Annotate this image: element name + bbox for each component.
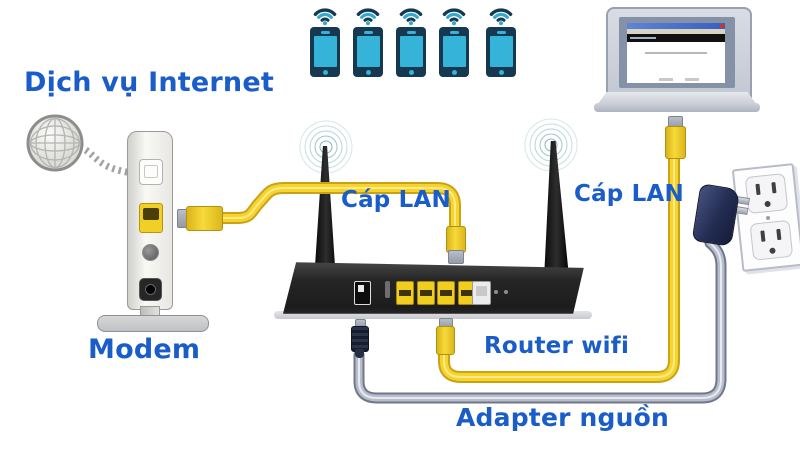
lan-port — [396, 281, 414, 305]
modem-button — [142, 244, 159, 261]
lan-port — [437, 281, 455, 305]
router-power-switch — [354, 281, 371, 305]
browser-window — [627, 23, 725, 83]
rj45-tip — [448, 250, 464, 264]
smartphone-icon — [486, 27, 516, 77]
modem-power-port — [139, 278, 162, 301]
wifi-icon — [489, 8, 513, 26]
page-button — [685, 78, 699, 81]
router-base-strip — [274, 311, 592, 319]
router-wan-port — [472, 281, 491, 305]
modem-stand-base — [97, 315, 209, 332]
page-button — [659, 78, 673, 81]
wifi-icon — [356, 8, 380, 26]
browser-titlebar — [627, 23, 725, 29]
modem-ethernet-port — [139, 203, 163, 233]
wifi-router-device — [282, 262, 584, 314]
lan-cable-label-left: Cáp LAN — [341, 187, 451, 213]
smartphone-icon — [439, 27, 469, 77]
browser-black-banner — [627, 34, 725, 42]
internet-globe-icon — [26, 114, 84, 172]
laptop-icon — [606, 7, 752, 101]
router-label: Router wifi — [484, 333, 630, 359]
outlet-screw — [765, 215, 771, 221]
rj45-connector-laptop — [665, 126, 686, 159]
laptop-front-edge — [594, 103, 760, 112]
rj45-connector-router-lan — [436, 326, 455, 355]
modem-label: Modem — [88, 334, 201, 365]
wifi-icon — [313, 8, 337, 26]
modem-dsl-port — [139, 159, 163, 185]
smartphone-icon — [353, 27, 383, 77]
browser-toolbar — [627, 29, 725, 34]
rj45-connector-router-wan — [446, 226, 466, 253]
internet-service-label: Dịch vụ Internet — [24, 67, 274, 98]
lan-cable-router-laptop — [438, 142, 680, 383]
adapter-body — [691, 183, 741, 247]
smartphone-icon — [310, 27, 340, 77]
smartphone-icon — [396, 27, 426, 77]
lan-cable-label-right: Cáp LAN — [574, 181, 684, 207]
outlet-socket — [749, 219, 794, 261]
wifi-icon — [442, 8, 466, 26]
router-usb-slot — [385, 281, 390, 298]
power-adapter-label: Adapter nguồn — [456, 403, 670, 432]
page-text-line — [645, 52, 707, 54]
wifi-icon — [399, 8, 423, 26]
modem-device — [127, 131, 173, 310]
router-led — [504, 290, 508, 294]
power-plug-neck — [355, 349, 364, 358]
laptop-keyboard-deck — [597, 92, 757, 105]
power-adapter-icon — [691, 179, 752, 250]
power-cable — [353, 237, 727, 404]
lan-port — [416, 281, 435, 305]
lan-cable-modem-router — [212, 182, 461, 240]
rj45-connector-modem — [186, 206, 223, 231]
router-led — [494, 290, 498, 294]
laptop-screen — [619, 17, 735, 88]
router-lan-ports — [396, 281, 476, 305]
